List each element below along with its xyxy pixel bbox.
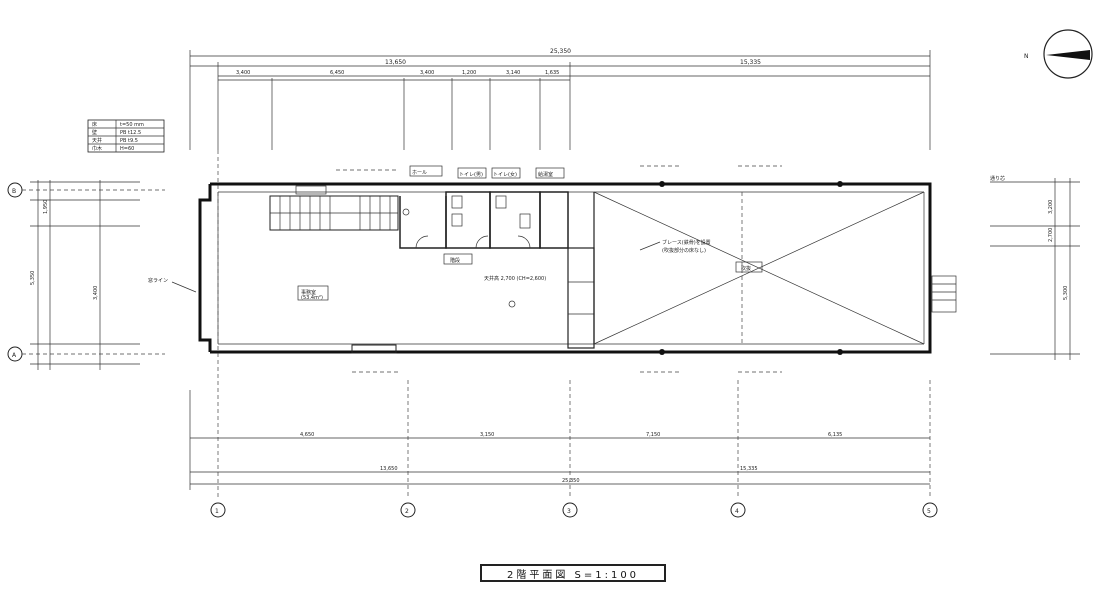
- dim-top-split-1: 13,650: [385, 59, 406, 66]
- building-walls: [198, 182, 957, 354]
- top-dimensions: 25,350 13,650 15,335 3,400 6,450 3,400 1…: [189, 48, 931, 150]
- legend-cell: t=50 mm: [120, 122, 144, 128]
- grid-bubble-4: 4: [735, 508, 739, 515]
- dim-top-sub-6: 1,635: [545, 70, 559, 76]
- grid-lines: [217, 150, 931, 498]
- room-tag-toilet-f: トイレ(女): [493, 171, 517, 178]
- dim-left-total: 5,350: [30, 271, 36, 285]
- dim-left-2: 3,400: [93, 286, 99, 300]
- main-room: 事務室 (53.4m²) 天井高 2,700 (CH=2,600) 窓ライン: [148, 208, 546, 308]
- legend-cell: 壁: [92, 129, 97, 136]
- void-partition: [567, 192, 595, 349]
- grid-bubble-5: 5: [927, 508, 931, 515]
- room-tag-hall: ホール: [412, 170, 427, 176]
- bottom-dimensions: 4,650 3,150 7,150 6,135 13,650 15,335 25…: [189, 390, 930, 490]
- north-arrow-icon: N: [1024, 29, 1093, 79]
- dim-bottom-split-2: 15,335: [740, 466, 758, 472]
- legend-cell: 天井: [92, 137, 102, 144]
- dim-top-sub-5: 3,140: [506, 70, 520, 76]
- room-tag-pantry: 給湯室: [538, 171, 553, 178]
- legend-cell: PB t12.5: [120, 130, 141, 136]
- main-room-area: (53.4m²): [301, 295, 323, 301]
- legend-cell: PB t9.5: [120, 138, 138, 144]
- grid-bubbles-bottom: 1 2 3 4 5: [210, 502, 938, 518]
- drawing-title: 2階平面図 S=1:100: [480, 564, 666, 582]
- dim-top-sub-4: 1,200: [462, 70, 476, 76]
- dim-top-sub-2: 6,450: [330, 70, 344, 76]
- stair: [269, 185, 399, 231]
- dim-right-3: 2,700: [1048, 228, 1054, 242]
- right-dimensions: 3,200 5,300 2,700 通り芯: [990, 175, 1080, 360]
- wall-markers: [336, 165, 843, 373]
- legend-cell: 床: [92, 121, 97, 128]
- left-dimensions: B A 5,350 1,950 3,400: [7, 180, 165, 370]
- dim-bottom-split-1: 13,650: [380, 466, 398, 472]
- void-note-1: ブレース(鉄骨)を設置: [662, 239, 711, 246]
- grid-bubble-3: 3: [567, 508, 571, 515]
- dim-top-split-2: 15,335: [740, 59, 761, 66]
- grid-bubble-b: B: [12, 188, 16, 195]
- void-label: 吹抜: [741, 265, 751, 272]
- void-area: 吹抜 ブレース(鉄骨)を設置 (吹抜部分の床なし): [593, 191, 925, 345]
- dim-top-sub-1: 3,400: [236, 70, 250, 76]
- grid-bubble-a: A: [12, 352, 17, 359]
- dim-top-sub-3: 3,400: [420, 70, 434, 76]
- dim-left-1: 1,950: [43, 200, 49, 214]
- legend-cell: H=60: [120, 146, 134, 152]
- ceiling-note: 天井高 2,700 (CH=2,600): [484, 275, 546, 282]
- void-note-2: (吹抜部分の床なし): [662, 247, 706, 254]
- dim-right-2: 5,300: [1063, 286, 1069, 300]
- finish-legend-table: 床 t=50 mm 壁 PB t12.5 天井 PB t9.5 巾木 H=60: [87, 119, 165, 153]
- core-rooms: ホール トイレ(男) トイレ(女) 給湯室 階段: [399, 165, 569, 265]
- main-room-label: 事務室: [301, 289, 316, 296]
- dim-bottom-span-2: 3,150: [480, 432, 494, 438]
- dim-bottom-total: 25,350: [562, 478, 580, 484]
- grid-bubble-1: 1: [215, 508, 219, 515]
- room-tag-stair: 階段: [450, 257, 460, 264]
- dim-bottom-span-4: 6,135: [828, 432, 842, 438]
- dim-bottom-span-3: 7,150: [646, 432, 660, 438]
- north-label: N: [1024, 53, 1029, 60]
- dim-bottom-span-1: 4,650: [300, 432, 314, 438]
- dim-right-1: 3,200: [1048, 200, 1054, 214]
- grid-label-right: 通り芯: [990, 175, 1005, 182]
- room-tag-toilet-m: トイレ(男): [459, 172, 483, 178]
- window-line-note: 窓ライン: [148, 277, 168, 284]
- dim-top-total: 25,350: [550, 48, 571, 55]
- grid-bubble-2: 2: [405, 508, 409, 515]
- legend-cell: 巾木: [92, 145, 102, 152]
